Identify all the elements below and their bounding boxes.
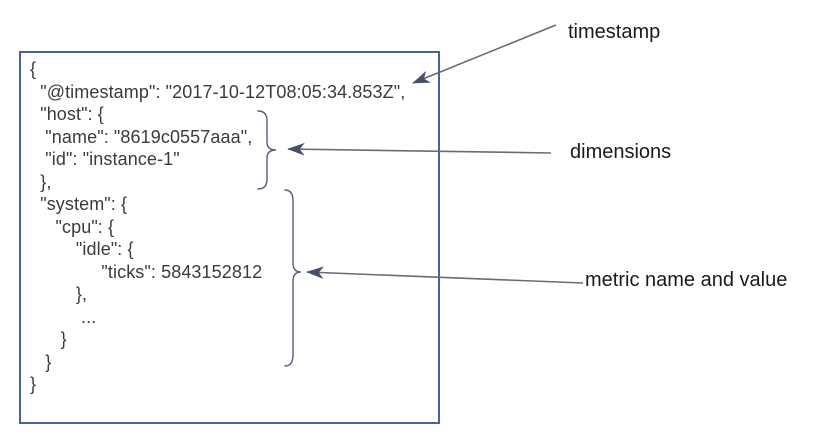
- metric-name-and-value-label: metric name and value: [585, 269, 788, 291]
- dimensions-label: dimensions: [570, 141, 672, 163]
- code-line-host-id: "id": "instance-1": [30, 149, 180, 169]
- code-line-host: "host": {: [30, 104, 104, 124]
- code-line-cpu: "cpu": {: [30, 216, 115, 237]
- code-line-ellipsis: ...: [30, 306, 97, 327]
- code-line-timestamp: "@timestamp": "2017-10-12T08:05:34.853Z"…: [30, 81, 406, 102]
- code-line: },: [30, 171, 52, 192]
- code-line-system: "system": {: [30, 194, 128, 214]
- code-line-ticks: "ticks": 5843152812: [30, 261, 263, 282]
- code-line: }: [30, 351, 52, 372]
- code-line-idle: "idle": {: [30, 239, 134, 259]
- code-line: }: [30, 374, 37, 394]
- json-document-box: [19, 51, 440, 424]
- code-line: }: [30, 329, 67, 349]
- json-code-block: { "@timestamp": "2017-10-12T08:05:34.853…: [30, 58, 405, 396]
- code-line: },: [30, 284, 88, 304]
- code-line-host-name: "name": "8619c0557aaa",: [30, 126, 253, 147]
- timestamp-label: timestamp: [568, 21, 661, 43]
- code-line: {: [30, 59, 37, 79]
